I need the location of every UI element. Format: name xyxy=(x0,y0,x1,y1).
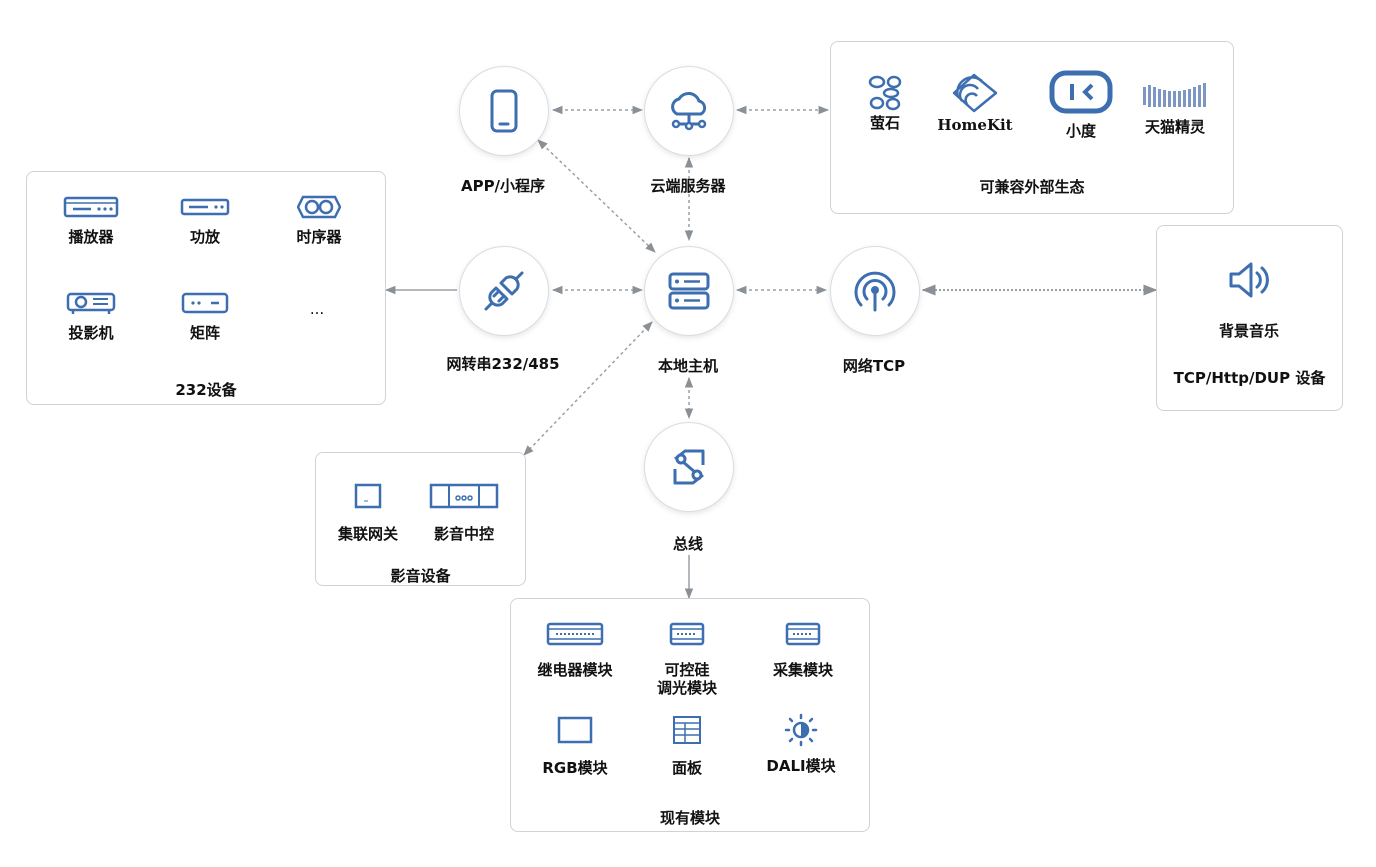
ecosystem-item-ezviz[interactable]: 萤石 xyxy=(830,75,940,132)
av-title: 影音设备 xyxy=(390,567,451,585)
ecosystem-item-xiaodu[interactable]: 小度 xyxy=(1026,70,1136,140)
ecosystem-item-homekit[interactable]: HomeKit xyxy=(920,72,1030,134)
module-item-dali[interactable]: DALI模块 xyxy=(746,713,856,775)
rs232-title: 232设备 xyxy=(175,381,237,399)
broadcast-icon xyxy=(854,271,896,312)
rs232-item-player[interactable]: 播放器 xyxy=(36,190,146,246)
rs232-item-sequencer[interactable]: 时序器 xyxy=(264,190,374,246)
bus-link-icon xyxy=(673,449,705,485)
cloud-label: 云端服务器 xyxy=(650,177,726,195)
amplifier-icon xyxy=(180,198,230,216)
dali-module-icon xyxy=(784,713,818,747)
speaker-icon xyxy=(1229,262,1269,298)
av-item-controller[interactable]: 影音中控 xyxy=(409,479,519,543)
rs232-item-amplifier[interactable]: 功放 xyxy=(150,190,260,246)
link-app-host xyxy=(537,139,656,253)
xiaodu-icon xyxy=(1049,70,1113,114)
serial-node[interactable] xyxy=(459,246,549,336)
module-item-panel[interactable]: 面板 xyxy=(632,713,742,777)
app-node[interactable] xyxy=(459,66,549,156)
music-item[interactable]: 背景音乐 xyxy=(1194,258,1304,340)
serial-label: 网转串232/485 xyxy=(446,355,560,373)
projector-icon xyxy=(66,292,116,314)
modules-title: 现有模块 xyxy=(659,809,720,827)
cloud-node[interactable] xyxy=(644,66,734,156)
ezviz-logo-icon xyxy=(868,75,902,111)
sequencer-icon xyxy=(297,195,341,219)
av-item-gateway[interactable]: 集联网关 xyxy=(313,479,423,543)
host-node[interactable] xyxy=(644,246,734,336)
ecosystem-panel: 萤石 HomeKit 小度 xyxy=(830,41,1234,214)
rs232-item-projector[interactable]: 投影机 xyxy=(36,286,146,342)
matrix-icon xyxy=(181,292,229,314)
bus-label: 总线 xyxy=(672,535,704,553)
av-controller-icon xyxy=(429,483,499,509)
module-item-rgb[interactable]: RGB模块 xyxy=(520,713,630,777)
tcp-node[interactable] xyxy=(830,246,920,336)
module-item-dimmer[interactable]: 可控硅 调光模块 xyxy=(632,617,742,697)
module-item-acquisition[interactable]: 采集模块 xyxy=(748,617,858,679)
music-panel: 背景音乐 TCP/Http/DUP 设备 xyxy=(1156,225,1343,411)
homekit-icon xyxy=(952,73,998,113)
rs232-panel: 播放器 功放 时序器 投影机 矩阵 ... 232设备 xyxy=(26,171,386,405)
music-title: TCP/Http/DUP 设备 xyxy=(1173,369,1326,387)
player-icon xyxy=(63,196,119,218)
server-icon xyxy=(668,272,710,310)
module-item-relay[interactable]: 继电器模块 xyxy=(520,617,630,679)
app-label: APP/小程序 xyxy=(460,177,546,195)
ecosystem-title: 可兼容外部生态 xyxy=(979,178,1085,196)
rs232-item-matrix[interactable]: 矩阵 xyxy=(150,286,260,342)
ecosystem-item-tmall[interactable]: 天猫精灵 xyxy=(1120,76,1230,136)
tmall-genie-icon xyxy=(1143,83,1206,107)
tcp-label: 网络TCP xyxy=(842,357,906,375)
host-label: 本地主机 xyxy=(657,357,719,375)
panel-module-icon xyxy=(673,716,701,744)
rgb-module-icon xyxy=(557,716,593,744)
modules-panel: 继电器模块 可控硅 调光模块 采集模块 RGB模块 面板 DALI模块 现有模块 xyxy=(510,598,870,832)
plug-icon xyxy=(484,271,524,311)
cloud-server-icon xyxy=(671,92,707,131)
rs232-item-more: ... xyxy=(309,300,325,318)
dimmer-module-icon xyxy=(669,622,705,646)
av-panel: 集联网关 影音中控 影音设备 xyxy=(315,452,526,586)
link-host-av xyxy=(523,321,653,456)
phone-icon xyxy=(490,89,518,133)
gateway-icon xyxy=(354,483,382,509)
acquisition-module-icon xyxy=(785,622,821,646)
relay-module-icon xyxy=(546,622,604,646)
bus-node[interactable] xyxy=(644,422,734,512)
